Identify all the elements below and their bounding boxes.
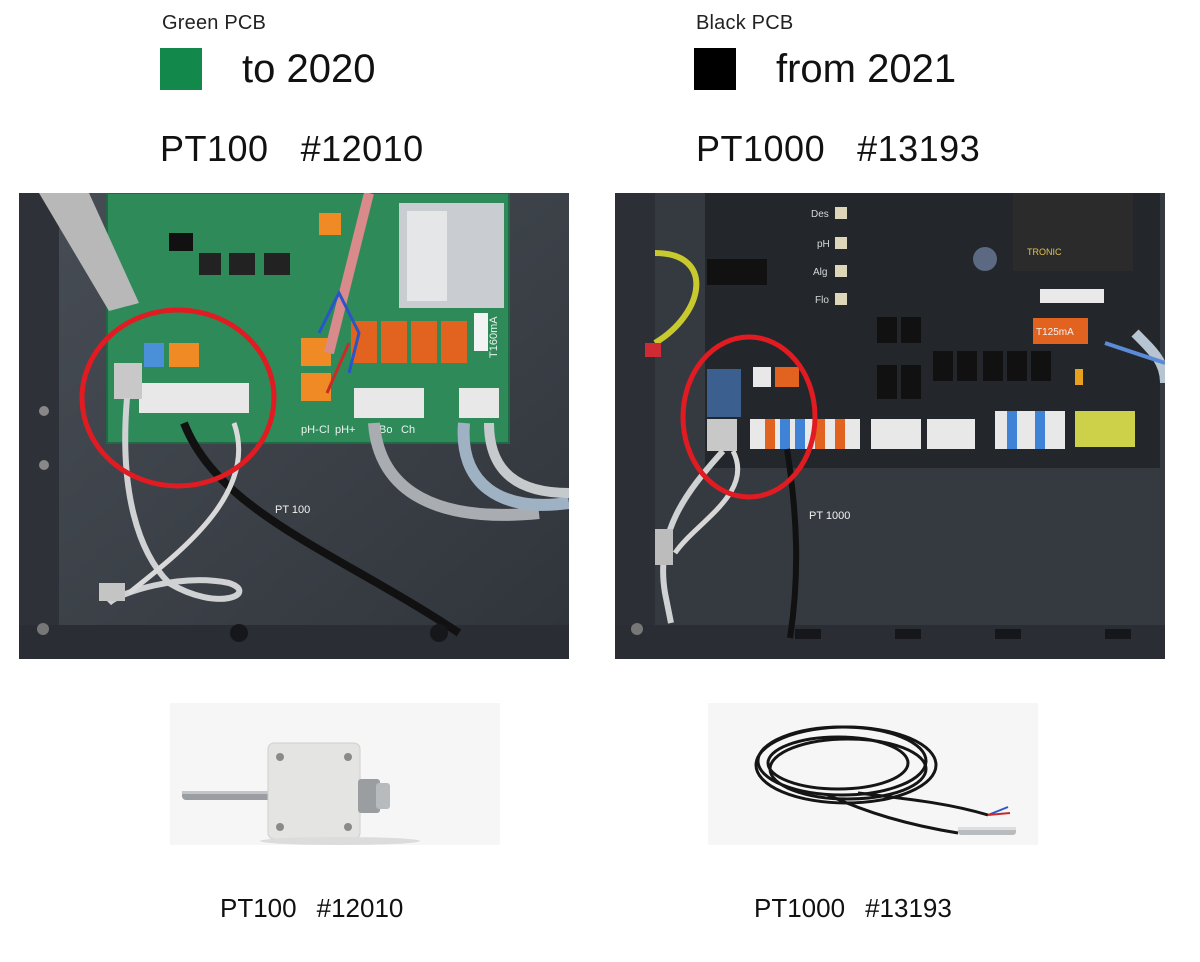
year-row: to 2020: [160, 48, 375, 90]
pt100-sensor-image: [170, 703, 500, 845]
connector-label: Flo: [815, 295, 829, 306]
year-row: from 2021: [694, 48, 956, 90]
connector-label: Alg: [813, 267, 827, 278]
connector-label: pH: [817, 239, 830, 250]
pcb-label: Black PCB: [696, 12, 794, 34]
sensor-title: PT100 #12010: [160, 128, 424, 170]
sensor-name: PT100: [160, 128, 269, 169]
product-caption: PT1000 #13193: [754, 893, 952, 924]
terminal-label: Bo: [379, 424, 392, 436]
green-color-swatch: [160, 48, 202, 90]
terminal-label: Ch: [401, 424, 415, 436]
caption-sensor-name: PT1000: [754, 893, 846, 923]
pt1000-sensor-image: [708, 703, 1038, 845]
product-caption: PT100 #12010: [220, 893, 403, 924]
year-text: from 2021: [776, 47, 957, 91]
caption-sensor-number: #12010: [316, 893, 404, 923]
terminal-label: pH+: [335, 424, 356, 436]
black-pcb-photo: Des pH Alg Flo TRONIC T125mA: [615, 193, 1165, 659]
pcb-label: Green PCB: [162, 12, 267, 34]
terminal-label: Cl: [319, 424, 329, 436]
fuse-label: T160mA: [488, 316, 500, 358]
terminal-label: pH-: [301, 424, 319, 436]
sensor-number: #12010: [300, 128, 424, 169]
caption-sensor-number: #13193: [865, 893, 952, 923]
fuse-label: T125mA: [1036, 327, 1074, 338]
green-pcb-photo: pH- Cl pH+ Bo Ch T160mA: [19, 193, 569, 659]
sensor-title: PT1000 #13193: [696, 128, 980, 170]
sensor-name: PT1000: [696, 128, 826, 169]
sensor-number: #13193: [857, 128, 981, 169]
transformer-brand: TRONIC: [1027, 247, 1062, 257]
year-text: to 2020: [242, 47, 376, 91]
black-color-swatch: [694, 48, 736, 90]
photo-label: PT 100: [275, 504, 310, 516]
caption-sensor-name: PT100: [220, 893, 297, 923]
connector-label: Des: [811, 209, 829, 220]
photo-label: PT 1000: [809, 510, 850, 522]
